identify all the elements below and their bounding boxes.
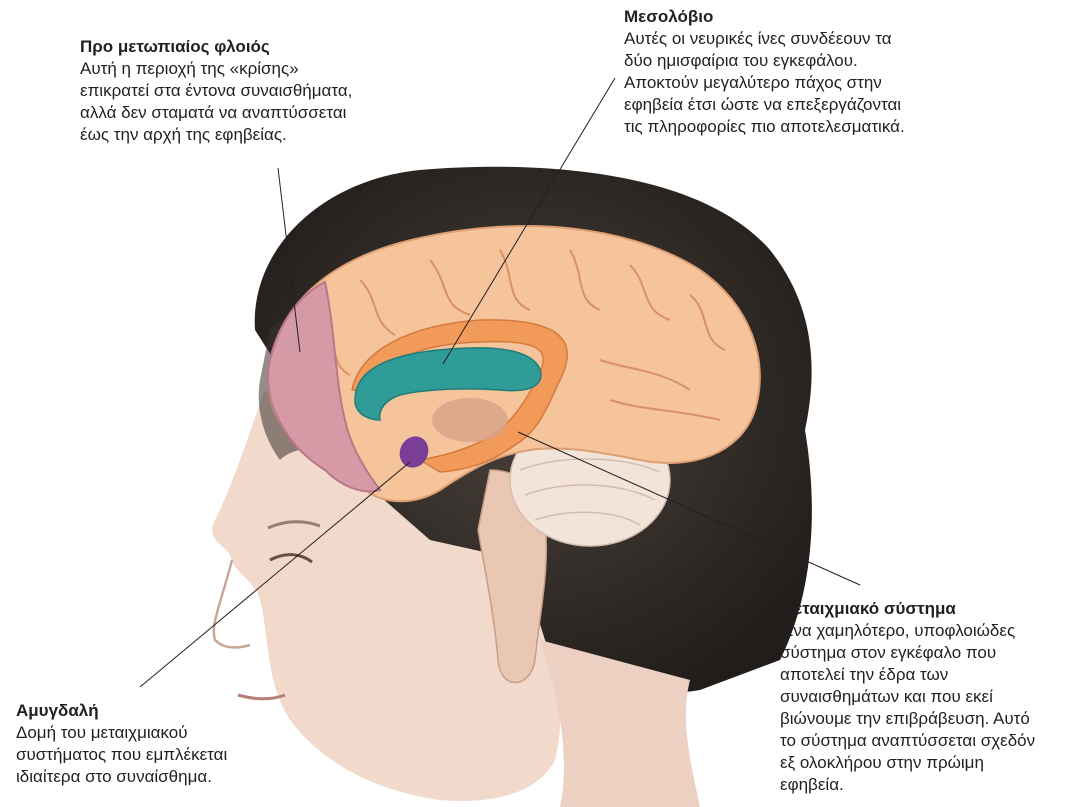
- callout-corpus-callosum-title: Μεσολόβιο: [624, 6, 905, 28]
- callout-amygdala: Αμυγδαλή Δομή του μεταιχμιακού συστήματο…: [16, 700, 227, 788]
- callout-amygdala-title: Αμυγδαλή: [16, 700, 227, 722]
- callout-limbic-text: Ένα χαμηλότερο, υποφλοιώδες σύστημα στον…: [780, 620, 1035, 796]
- callout-prefrontal-title: Προ μετωπιαίος φλοιός: [80, 36, 352, 58]
- callout-corpus-callosum-text: Αυτές οι νευρικές ίνες συνδέεουν τα δύο …: [624, 28, 905, 138]
- callout-corpus-callosum: Μεσολόβιο Αυτές οι νευρικές ίνες συνδέεο…: [624, 6, 905, 138]
- callout-limbic: Μεταιχμιακό σύστημα Ένα χαμηλότερο, υποφ…: [780, 598, 1035, 796]
- callout-prefrontal: Προ μετωπιαίος φλοιός Αυτή η περιοχή της…: [80, 36, 352, 146]
- mouth: [238, 695, 285, 699]
- thalamus: [432, 398, 508, 442]
- callout-limbic-title: Μεταιχμιακό σύστημα: [780, 598, 1035, 620]
- callout-amygdala-text: Δομή του μεταιχμιακού συστήματος που εμπ…: [16, 722, 227, 788]
- callout-prefrontal-text: Αυτή η περιοχή της «κρίσης» επικρατεί στ…: [80, 58, 352, 146]
